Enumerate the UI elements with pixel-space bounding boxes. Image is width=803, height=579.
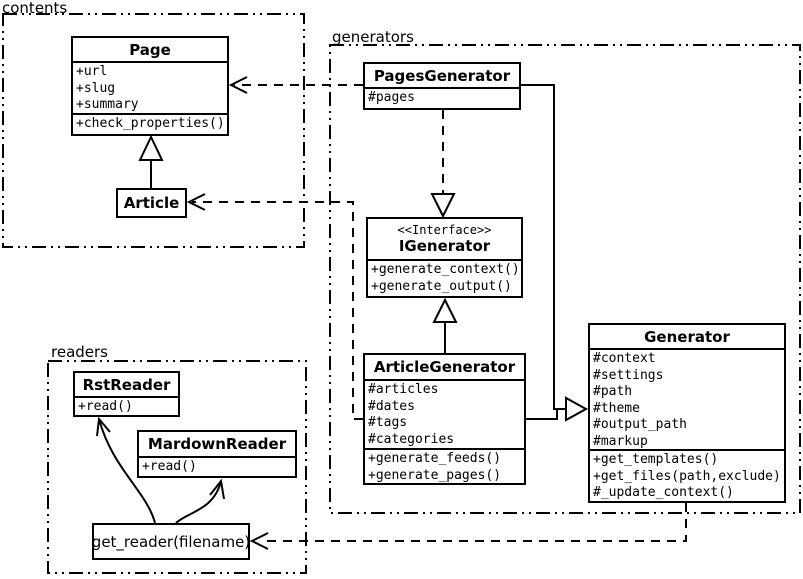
attribute-row: #categories — [368, 431, 455, 447]
class-box-rstreader: RstReader +read() — [73, 371, 180, 417]
attribute-row: +url — [76, 64, 108, 79]
association-getreader-to-rstreader — [96, 416, 156, 524]
attribute-row: #path — [593, 384, 633, 400]
methods-compartment: +generate_context() +generate_output() — [368, 259, 521, 296]
class-title-igenerator: <<Interface>> IGenerator — [368, 219, 521, 259]
method-row: +get_templates() — [593, 452, 719, 467]
attributes-compartment: +url +slug +summary — [73, 61, 227, 113]
class-title-pagesgenerator: PagesGenerator — [373, 66, 511, 85]
method-row: +generate_output() — [371, 278, 512, 294]
attributes-compartment: #articles #dates #tags #categories — [365, 379, 524, 448]
realization-pagesgenerator-to-igenerator — [430, 110, 456, 219]
attribute-row: +slug — [76, 80, 116, 96]
generalization-articlegenerator-to-generator — [525, 396, 589, 422]
dependency-pagesgenerator-to-page — [228, 76, 363, 94]
method-row: +check_properties() — [76, 116, 225, 131]
generalization-pagesgenerator-to-generator — [520, 84, 566, 410]
package-border-readers — [47, 360, 307, 574]
association-getreader-to-mardownreader — [175, 478, 225, 524]
method-row: +read() — [142, 459, 197, 474]
method-row: +get_files(path,exclude) — [593, 468, 781, 484]
class-box-page: Page +url +slug +summary +check_properti… — [71, 36, 229, 136]
attributes-compartment: #pages — [365, 87, 519, 108]
dependency-articlegenerator-to-article — [186, 193, 363, 420]
attribute-row: #theme — [593, 400, 640, 416]
attribute-row: #markup — [593, 433, 648, 449]
dependency-generator-to-getreader — [249, 503, 687, 550]
methods-compartment: +read() — [139, 456, 295, 476]
package-border-generators — [329, 44, 801, 514]
class-title-mardownreader: MardownReader — [147, 435, 287, 453]
attribute-row: #context — [593, 351, 656, 366]
methods-compartment: +read() — [75, 396, 178, 415]
attributes-compartment: #context #settings #path #theme #output_… — [590, 348, 784, 449]
method-row: +generate_context() — [371, 262, 520, 277]
class-box-article: Article — [116, 188, 187, 218]
method-row: +generate_feeds() — [368, 451, 502, 466]
class-title-text: IGenerator — [398, 237, 491, 255]
package-label-readers: readers — [51, 343, 108, 361]
function-box-get-reader: get_reader(filename) — [92, 523, 250, 560]
attribute-row: #settings — [593, 367, 664, 383]
attribute-row: #output_path — [593, 417, 687, 433]
class-box-pagesgenerator: PagesGenerator #pages — [363, 62, 521, 110]
attribute-row: #articles — [368, 382, 439, 397]
class-title-articlegenerator: ArticleGenerator — [373, 358, 516, 376]
method-row: #_update_context() — [593, 485, 734, 501]
class-box-igenerator: <<Interface>> IGenerator +generate_conte… — [366, 217, 523, 298]
methods-compartment: +get_templates() +get_files(path,exclude… — [590, 449, 784, 501]
class-title-article: Article — [123, 194, 180, 212]
class-box-mardownreader: MardownReader +read() — [137, 430, 297, 478]
package-border-contents — [2, 13, 305, 248]
class-box-articlegenerator: ArticleGenerator #articles #dates #tags … — [363, 353, 526, 485]
class-title-rstreader: RstReader — [82, 375, 171, 394]
method-row: +read() — [78, 399, 133, 414]
generalization-article-to-page — [138, 134, 164, 188]
attribute-row: +summary — [76, 97, 139, 113]
attribute-row: #dates — [368, 398, 415, 414]
package-label-generators: generators — [332, 28, 414, 46]
methods-compartment: +generate_feeds() +generate_pages() — [365, 448, 524, 483]
stereotype-label: <<Interface>> — [397, 223, 492, 237]
attribute-row: #tags — [368, 415, 408, 431]
class-box-generator: Generator #context #settings #path #them… — [588, 323, 786, 503]
generalization-articlegenerator-to-igenerator — [432, 297, 458, 353]
class-title-generator: Generator — [644, 327, 730, 346]
method-row: +generate_pages() — [368, 467, 502, 483]
package-label-contents: contents — [2, 0, 68, 17]
attribute-row: #pages — [368, 90, 415, 105]
class-title-page: Page — [129, 40, 171, 59]
methods-compartment: +check_properties() — [73, 113, 227, 134]
